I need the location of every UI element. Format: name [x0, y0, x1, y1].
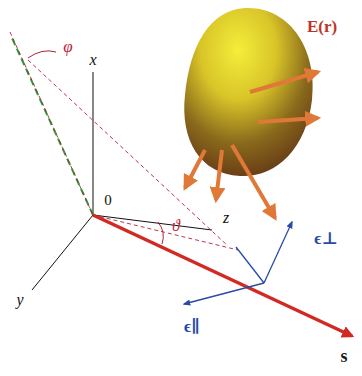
- axis-label: y: [16, 292, 23, 308]
- vector-label: ϵ∥: [184, 318, 200, 335]
- vector-label: s: [340, 347, 347, 365]
- axis-label: x: [89, 52, 96, 68]
- origin-label: 0: [104, 193, 112, 208]
- field-label: E(r): [307, 18, 337, 35]
- direction-vector: [93, 215, 352, 336]
- polarization-vectors: [184, 222, 292, 304]
- angle-lines: [10, 32, 238, 250]
- phi-arc: [28, 51, 56, 58]
- vector-label: ϵ⊥: [314, 230, 337, 247]
- field-arrows: [185, 72, 318, 218]
- theta-arc: [158, 222, 163, 244]
- axis-label: z: [223, 210, 229, 226]
- angle-label: φ: [63, 38, 72, 55]
- angle-label: ϑ: [172, 218, 180, 234]
